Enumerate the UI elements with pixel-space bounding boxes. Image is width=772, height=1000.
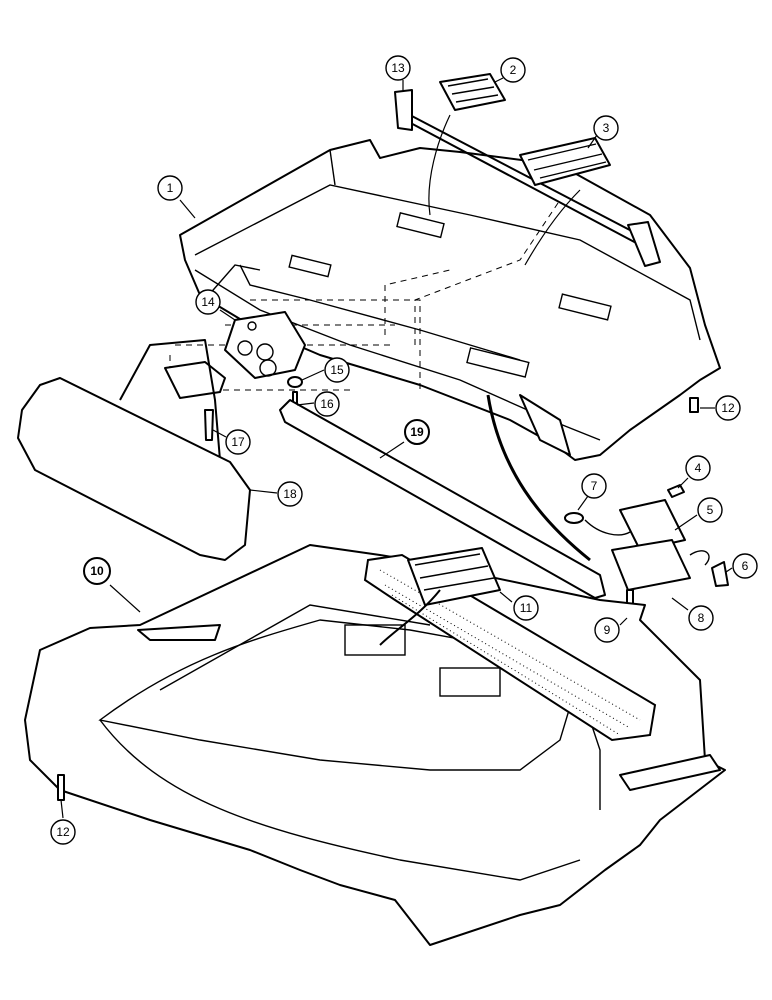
svg-text:12: 12 <box>721 401 735 415</box>
svg-text:1: 1 <box>167 181 174 195</box>
callout-19: 19 <box>404 419 430 445</box>
upper-headliner-panel <box>179 139 721 461</box>
callout-7: 7 <box>581 473 607 499</box>
svg-text:5: 5 <box>707 503 714 517</box>
svg-text:8: 8 <box>698 611 705 625</box>
callout-8: 8 <box>688 605 714 631</box>
arrow-lamp-11 <box>379 589 441 646</box>
svg-text:18: 18 <box>283 487 297 501</box>
lamp-11 <box>407 547 501 606</box>
trim-strip <box>279 399 606 599</box>
screw-upper <box>689 397 699 413</box>
lower-headliner-panel <box>24 544 726 946</box>
callout-12-lower: 12 <box>50 819 76 845</box>
sun-visor <box>17 339 251 561</box>
callout-14: 14 <box>195 289 221 315</box>
svg-text:14: 14 <box>201 295 215 309</box>
callout-9: 9 <box>594 617 620 643</box>
callout-3: 3 <box>593 115 619 141</box>
screw-lower <box>57 774 65 801</box>
mounting-rod <box>394 89 661 267</box>
callout-11: 11 <box>513 595 539 621</box>
svg-text:2: 2 <box>510 63 517 77</box>
svg-text:17: 17 <box>231 435 245 449</box>
svg-text:15: 15 <box>330 363 344 377</box>
callout-18: 18 <box>277 481 303 507</box>
callout-10: 10 <box>83 557 111 585</box>
arrow-lamp-2 <box>428 114 451 216</box>
callout-4: 4 <box>685 455 711 481</box>
switch-panel-box <box>519 137 611 186</box>
leader-lines <box>60 77 733 819</box>
svg-text:11: 11 <box>520 601 533 615</box>
dome-lamp-small <box>439 73 506 111</box>
svg-text:3: 3 <box>603 121 610 135</box>
svg-text:9: 9 <box>604 623 611 637</box>
visor-bracket <box>224 311 306 379</box>
callout-1: 1 <box>157 175 183 201</box>
svg-text:19: 19 <box>410 425 424 439</box>
callout-16: 16 <box>314 391 340 417</box>
callout-2: 2 <box>500 57 526 83</box>
callout-13: 13 <box>385 55 411 81</box>
arrow-to-lower <box>486 394 591 562</box>
svg-text:16: 16 <box>320 397 334 411</box>
svg-text:10: 10 <box>90 564 104 578</box>
svg-text:7: 7 <box>591 479 598 493</box>
svg-text:6: 6 <box>742 559 749 573</box>
callout-17: 17 <box>225 429 251 455</box>
svg-text:4: 4 <box>695 461 702 475</box>
callout-15: 15 <box>324 357 350 383</box>
svg-text:13: 13 <box>391 61 405 75</box>
callout-5: 5 <box>697 497 723 523</box>
callout-12-upper: 12 <box>715 395 741 421</box>
callout-6: 6 <box>732 553 758 579</box>
svg-text:12: 12 <box>56 825 70 839</box>
arrow-lamp-3 <box>524 189 581 266</box>
